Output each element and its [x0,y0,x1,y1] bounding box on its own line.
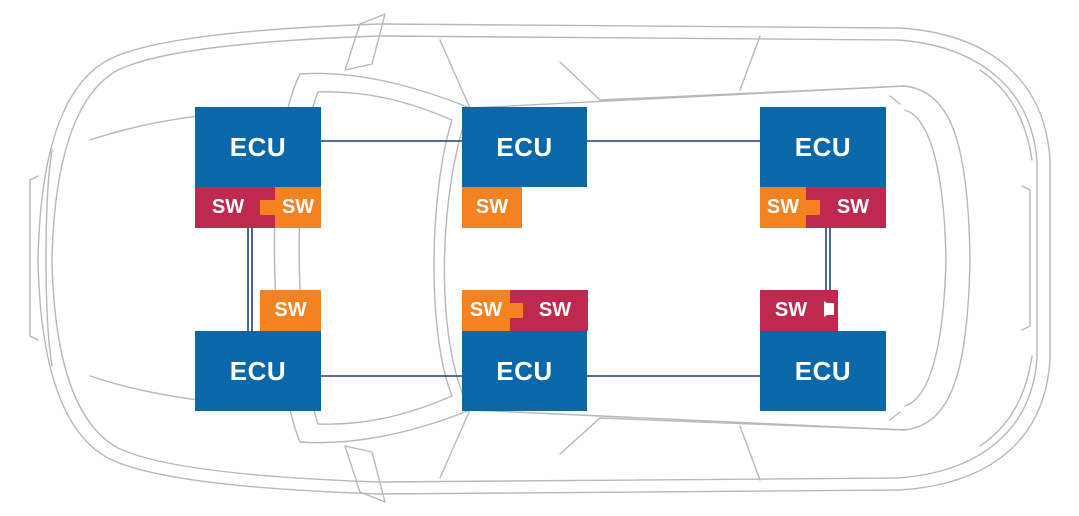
ecu-front-left: ECU [195,107,321,187]
switch-link-center-right [510,303,523,318]
switch-link-front-left [260,200,275,215]
switch-center-left-a: SW [462,187,522,228]
switch-center-right-b: SW [510,290,588,331]
ecu-rear-left: ECU [760,107,886,187]
switch-center-right-a: SW [462,290,510,331]
ecu-front-right: ECU [195,331,321,411]
switch-rear-left-a: SW [260,290,321,331]
switch-front-right-a: SW [760,187,806,228]
switch-front-left-b: SW [275,187,321,228]
ecu-center-left: ECU [462,107,587,187]
ecu-rear-right: ECU [760,331,886,411]
ecu-center-right: ECU [462,331,587,411]
switch-port-rear-right [824,301,836,317]
switch-link-rear-left [806,200,820,215]
